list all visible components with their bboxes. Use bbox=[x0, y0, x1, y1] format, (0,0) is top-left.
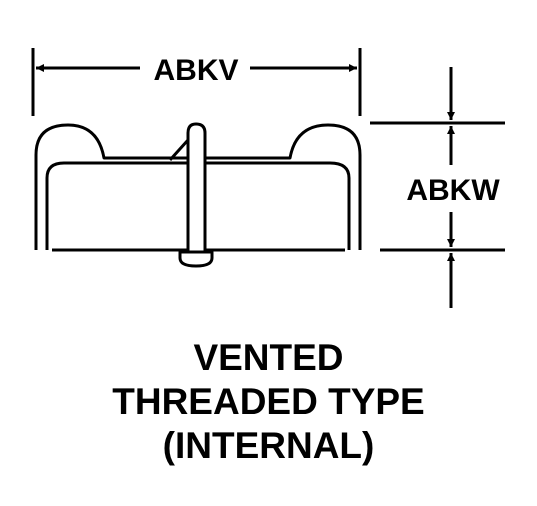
vent-pin-head bbox=[178, 250, 214, 268]
vent-pin-shaft bbox=[186, 122, 207, 252]
caption-line-2: THREADED TYPE bbox=[112, 381, 425, 422]
vent-pin-chain bbox=[168, 138, 190, 162]
width-dimension-label: ABKV bbox=[153, 54, 238, 87]
drawing-caption: VENTED THREADED TYPE (INTERNAL) bbox=[0, 336, 537, 468]
caption-line-3: (INTERNAL) bbox=[162, 425, 375, 466]
height-dimension-label: ABKW bbox=[406, 174, 500, 207]
height-dimension bbox=[370, 67, 505, 308]
width-dimension bbox=[31, 48, 362, 116]
caption-line-1: VENTED bbox=[193, 337, 344, 378]
vent-pin bbox=[168, 122, 214, 268]
